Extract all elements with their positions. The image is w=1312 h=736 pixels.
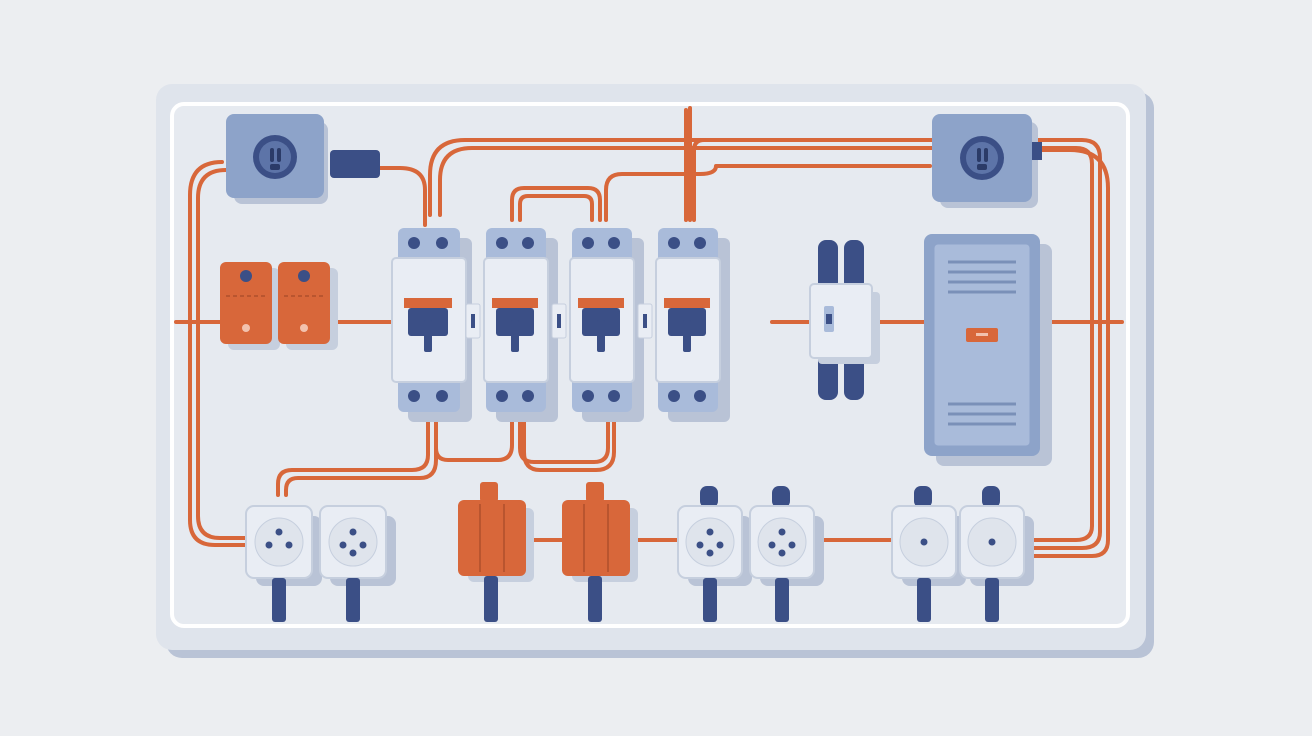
- socket-bottom-3: [677, 486, 752, 622]
- socket-bottom-1: [245, 505, 322, 622]
- wall-outlet-top-left: [226, 114, 380, 204]
- wire-breaker-bottom-4: [518, 408, 610, 464]
- wire-breaker-loop-3: [604, 164, 932, 222]
- wires: [174, 106, 1124, 558]
- wire-breaker-loop-2: [518, 194, 594, 222]
- wire-breaker-bottom-1: [276, 408, 430, 497]
- wall-outlet-top-right: [932, 114, 1042, 208]
- fuse-holder: [809, 240, 880, 400]
- wire-breaker-bottom-5: [522, 408, 616, 472]
- wire-left-loop-2: [196, 168, 252, 540]
- plug-top-left: [330, 150, 380, 178]
- socket-bottom-2: [319, 505, 396, 622]
- wire-breaker-loop-1: [510, 186, 602, 222]
- wire-top-bus-1: [428, 138, 1102, 550]
- switch-bottom-2: [959, 486, 1034, 622]
- socket-bottom-4: [749, 486, 824, 622]
- wire-left-loop: [188, 160, 252, 547]
- wire-breaker-loop-6: [692, 138, 706, 222]
- breaker-4: [655, 228, 730, 422]
- wire-outlet-left: [368, 166, 427, 227]
- terminal-block-2: [278, 262, 338, 350]
- breaker-1: [391, 228, 481, 422]
- wire-top-bus-3: [1018, 148, 1110, 558]
- connector-bottom-2: [562, 482, 638, 622]
- wire-breaker-bottom-3: [434, 408, 514, 462]
- breaker-3: [569, 228, 653, 422]
- terminal-block-1: [220, 262, 280, 350]
- wire-breaker-bottom-2: [284, 408, 438, 497]
- breaker-2: [483, 228, 567, 422]
- connector-bottom-1: [458, 482, 534, 622]
- switch-bottom-1: [891, 486, 966, 622]
- distribution-panel: [924, 234, 1052, 466]
